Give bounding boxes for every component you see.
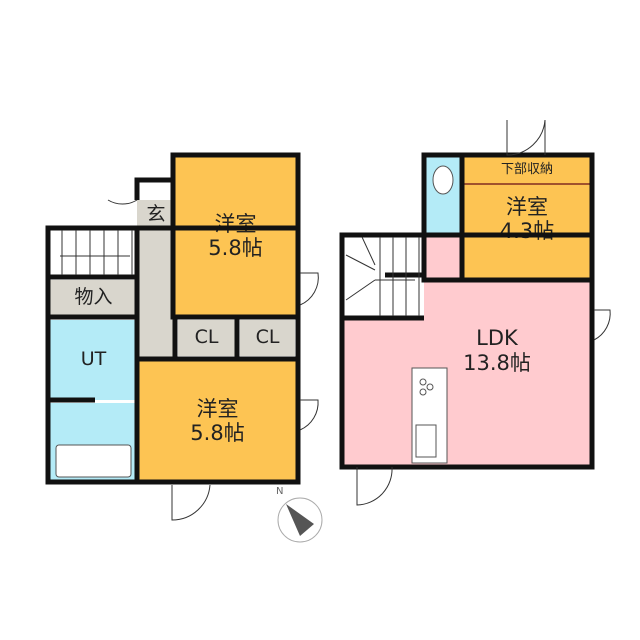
room-name: 洋室 <box>214 211 257 236</box>
closet-1: CL <box>178 320 235 356</box>
entrance-label: 玄 <box>139 200 173 230</box>
closet-2: CL <box>240 320 295 356</box>
north-label: N <box>276 486 284 497</box>
room-bedroom-bottom: 洋室 5.8帖 <box>139 361 296 481</box>
room-size: 5.8帖 <box>190 421 245 445</box>
room-bedroom-right: 下部収納 洋室 4.3帖 <box>464 157 590 278</box>
room-size: 5.8帖 <box>208 236 263 260</box>
compass-icon <box>277 497 323 543</box>
storage-room: 物入 <box>50 280 137 315</box>
stairs-left <box>50 230 137 275</box>
room-size: 13.8帖 <box>463 350 531 375</box>
under-storage-label: 下部収納 <box>464 157 590 185</box>
room-name: 洋室 <box>506 195 548 219</box>
room-size: 4.3帖 <box>499 219 555 244</box>
room-bedroom-top: 洋室 5.8帖 <box>175 157 296 315</box>
utility-room: UT <box>50 320 137 400</box>
room-name: 洋室 <box>196 396 239 421</box>
room-name: LDK <box>476 326 518 351</box>
